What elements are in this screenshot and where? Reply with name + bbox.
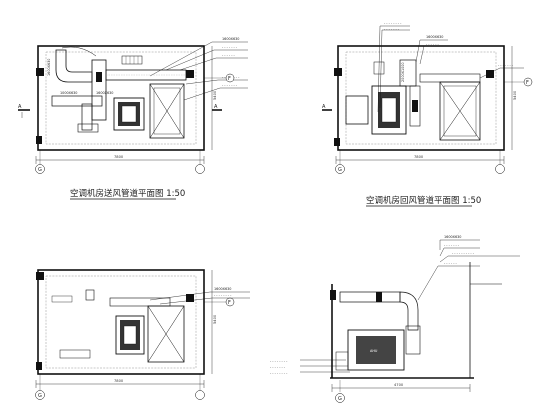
ahu-label: AHU [370,349,378,353]
width-dimension: 7800 [114,379,124,383]
plan-supply-air: 1600X630 - - - - - - - - - - - - - - - -… [18,37,248,200]
duct-left [51,95,103,107]
svg-text:- - - - - - - -: - - - - - - - - [214,293,232,297]
column [36,68,44,76]
svg-text:G: G [338,396,342,402]
height-dimension: 5400 [213,90,217,100]
column [334,138,340,146]
svg-text:A: A [322,104,326,110]
svg-text:- - - - - - -: - - - - - - - [384,27,400,31]
svg-text:G: G [38,393,42,399]
duct-size-label: 1600X630 [47,59,51,76]
plan-title: 空调机房送风管道平面图 1:50 [70,188,185,199]
column [186,70,194,78]
svg-text:- - - - - - -: - - - - - - - [222,45,238,49]
height-dimension: 5400 [213,314,217,324]
duct-vertical [91,59,107,121]
room-outline [37,45,205,151]
air-handling-unit [371,85,407,135]
duct-size-label: 1600X630 [214,287,231,291]
axis-bubble-g [35,164,45,174]
duct-curve [61,46,97,57]
room-outline [37,269,205,375]
leader-note: - - - - - - - - [384,21,402,25]
svg-text:- - - - - - - -: - - - - - - - - [270,359,288,363]
wall-inner-line [45,51,197,145]
width-dimension: 7800 [114,155,124,159]
duct-size-label: 1600X630 [96,91,113,95]
column [36,362,42,370]
duct-size-label: 1600X630 [426,35,443,39]
air-handling-unit [113,97,145,131]
section-mark-left: A [18,104,30,118]
section-view: AHU 1600X630 - - - - - - - - - - - - - -… [270,235,520,403]
svg-text:F: F [526,80,529,86]
shaft [147,305,185,363]
svg-text:- - - - - - -: - - - - - - - [444,243,460,247]
air-handling-unit [347,329,405,371]
axis-bubble-g [35,390,45,400]
axis-bubble-g [335,393,345,403]
column [486,70,494,78]
svg-text:- - - - - - - -: - - - - - - - - [270,371,288,375]
plan-return-air: 2000X1000 - - - - - - - - - - - - - - - … [322,21,533,207]
svg-text:- - - - - - - - - -: - - - - - - - - - - [452,251,475,255]
section-mark-right: A [212,104,222,111]
ahu-core [356,336,396,364]
leader-note: 1600X630 [222,37,239,41]
air-handling-unit [115,315,145,355]
width-dimension: 4700 [394,383,404,387]
duct-size-label: 1000X630 [60,91,77,95]
svg-text:G: G [338,167,342,173]
column [36,272,44,280]
svg-text:- - - - - -: - - - - - - [444,261,458,265]
svg-text:- - - - - -: - - - - - - [426,42,440,46]
column [186,294,194,302]
duct-elbow [399,291,419,331]
axis-bubble-g [335,164,345,174]
column [334,68,342,76]
axis-bubble-f: F [204,73,235,83]
svg-text:A: A [18,104,22,110]
duct-size-label: 1600X630 [444,235,461,239]
svg-text:F: F [228,76,231,82]
axis-bubble-f [523,77,533,87]
plan-third: 1600X630 - - - - - - - - F 7800 5400 G [35,269,250,400]
duct-vertical [399,59,417,87]
room-outline [337,45,505,151]
shaft [149,83,185,139]
width-dimension: 7800 [414,155,424,159]
grille [121,55,143,65]
duct-elbow [55,49,93,83]
column [36,136,42,144]
svg-text:- - - - - - -: - - - - - - - [222,83,238,87]
svg-text:- - - - - - -: - - - - - - - [498,63,514,67]
svg-text:F: F [228,300,231,306]
axis-bubble-f [225,297,235,307]
fan-coil [96,72,102,82]
plan-title: 空调机房回风管道平面图 1:50 [366,195,481,206]
axis-bubble-f-bottom [195,164,205,174]
height-dimension: 5400 [513,90,517,100]
duct-horizontal [109,297,171,307]
svg-text:- - - - - -: - - - - - - [222,53,236,57]
svg-text:G: G [38,167,42,173]
svg-text:A: A [214,104,218,110]
duct-horizontal [339,291,401,303]
svg-text:- - - - - - -: - - - - - - - [270,365,286,369]
return-box [345,95,369,125]
duct-size-label: 2000X1000 [401,62,405,82]
